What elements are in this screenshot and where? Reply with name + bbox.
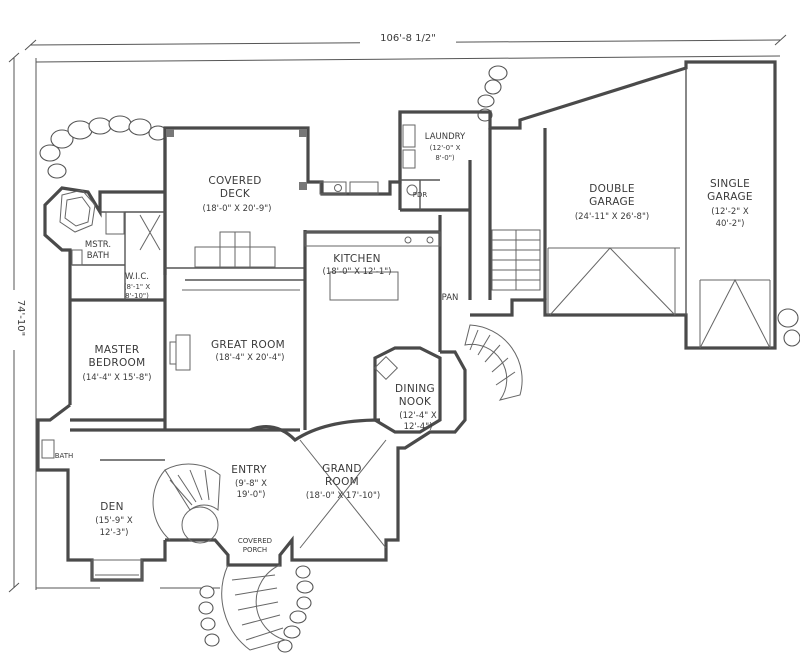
room-label-grand-room: GRAND ROOM (18'-0" X 17'-10")	[306, 463, 380, 501]
double-garage-name-1: DOUBLE	[589, 183, 635, 195]
grand-room-size: (18'-0" X 17'-10")	[306, 491, 380, 501]
den-size-2: 12'-3")	[100, 528, 129, 538]
room-label-great-room: GREAT ROOM (18'-4" X 20'-4")	[211, 339, 285, 363]
interior-walls	[70, 68, 687, 461]
room-label-double-garage: DOUBLE GARAGE (24'-11" X 26'-8")	[575, 183, 649, 222]
covered-deck-name-1: COVERED	[208, 175, 261, 187]
width-dimension-line	[24, 30, 787, 51]
wic-size-1: (8'-1" X	[124, 283, 151, 291]
dining-nook-size-1: (12'-4" X	[399, 411, 437, 421]
grand-room-name-2: ROOM	[325, 476, 359, 488]
depth-dimension-line	[6, 52, 22, 593]
den-bay	[91, 559, 143, 581]
main-stair	[152, 463, 221, 544]
entry-name: ENTRY	[231, 464, 267, 476]
dining-nook-bay	[373, 346, 442, 434]
room-label-pantry: PAN	[442, 293, 459, 303]
room-label-master-bath: MSTR. BATH	[85, 240, 111, 261]
master-bedroom-name-2: BEDROOM	[89, 357, 146, 369]
extension-lines	[35, 55, 781, 590]
grand-room-ceiling-lines	[182, 289, 387, 549]
kitchen-fixtures	[304, 181, 441, 301]
landscape-rocks	[39, 65, 800, 653]
great-room-name: GREAT ROOM	[211, 339, 285, 351]
pantry-name: PAN	[442, 293, 459, 303]
room-label-bath: BATH	[55, 452, 74, 460]
exterior-walls	[36, 60, 777, 582]
kitchen-size: (18'-0" X 12'-1")	[323, 267, 392, 277]
porch-stair	[221, 564, 287, 651]
room-label-entry: ENTRY (9'-8" X 19'-0")	[231, 464, 267, 500]
covered-deck-name-2: DECK	[220, 188, 251, 200]
covered-porch-name-2: PORCH	[243, 546, 267, 554]
bath-fixtures	[41, 124, 418, 459]
wic-name: W.I.C.	[125, 272, 149, 282]
overall-width-label: 106'-8 1/2"	[380, 33, 436, 44]
deck-posts	[166, 129, 307, 190]
den-name: DEN	[100, 501, 123, 513]
garage-stair	[464, 324, 523, 401]
powder-name: PDR	[413, 191, 428, 199]
laundry-size-2: 8'-0")	[435, 154, 455, 162]
entry-size-1: (9'-8" X	[235, 479, 267, 489]
room-label-den: DEN (15'-9" X 12'-3")	[95, 501, 133, 538]
single-garage-name-2: GARAGE	[707, 191, 753, 203]
kitchen-name: KITCHEN	[333, 253, 381, 265]
room-label-master-bedroom: MASTER BEDROOM (14'-4" X 15'-8")	[83, 344, 152, 383]
dining-nook-name-1: DINING	[395, 383, 435, 395]
master-bedroom-name-1: MASTER	[94, 344, 139, 356]
room-label-dining-nook: DINING NOOK (12'-4" X 12'-4")	[395, 383, 437, 432]
room-label-kitchen: KITCHEN (18'-0" X 12'-1")	[323, 253, 392, 277]
deck-furniture	[194, 231, 276, 268]
garage-doors	[547, 247, 771, 349]
grand-room-name-1: GRAND	[322, 463, 362, 475]
covered-porch-name-1: COVERED	[238, 537, 272, 545]
room-label-laundry: LAUNDRY (12'-0" X 8'-0")	[425, 132, 466, 162]
wic-size-2: 8'-10")	[125, 292, 149, 300]
laundry-name: LAUNDRY	[425, 132, 466, 142]
double-garage-size: (24'-11" X 26'-8")	[575, 212, 649, 222]
service-stair	[491, 229, 541, 291]
single-garage-size-2: 40'-2")	[716, 219, 745, 229]
double-garage-name-2: GARAGE	[589, 196, 635, 208]
room-label-powder: PDR	[413, 191, 428, 199]
master-bedroom-size: (14'-4" X 15'-8")	[83, 373, 152, 383]
master-bath-name-1: MSTR.	[85, 240, 111, 250]
bath-name: BATH	[55, 452, 74, 460]
single-garage-name-1: SINGLE	[710, 178, 750, 190]
laundry-size-1: (12'-0" X	[430, 144, 461, 152]
great-room-size: (18'-4" X 20'-4")	[216, 353, 285, 363]
single-garage-size-1: (12'-2" X	[711, 207, 749, 217]
room-label-wic: W.I.C. (8'-1" X 8'-10")	[124, 272, 151, 300]
dining-nook-size-2: 12'-4")	[404, 422, 433, 432]
room-label-single-garage: SINGLE GARAGE (12'-2" X 40'-2")	[707, 178, 753, 229]
fireplace	[169, 334, 191, 371]
entry-size-2: 19'-0")	[237, 490, 266, 500]
room-label-covered-deck: COVERED DECK (18'-0" X 20'-9")	[203, 175, 272, 214]
dining-nook-name-2: NOOK	[399, 396, 432, 408]
covered-deck-size: (18'-0" X 20'-9")	[203, 204, 272, 214]
master-bath-name-2: BATH	[87, 251, 110, 261]
room-label-covered-porch: COVERED PORCH	[238, 537, 272, 554]
den-size-1: (15'-9" X	[95, 516, 133, 526]
entry-arch	[249, 418, 381, 443]
overall-depth-label: 74'-10"	[15, 300, 26, 336]
